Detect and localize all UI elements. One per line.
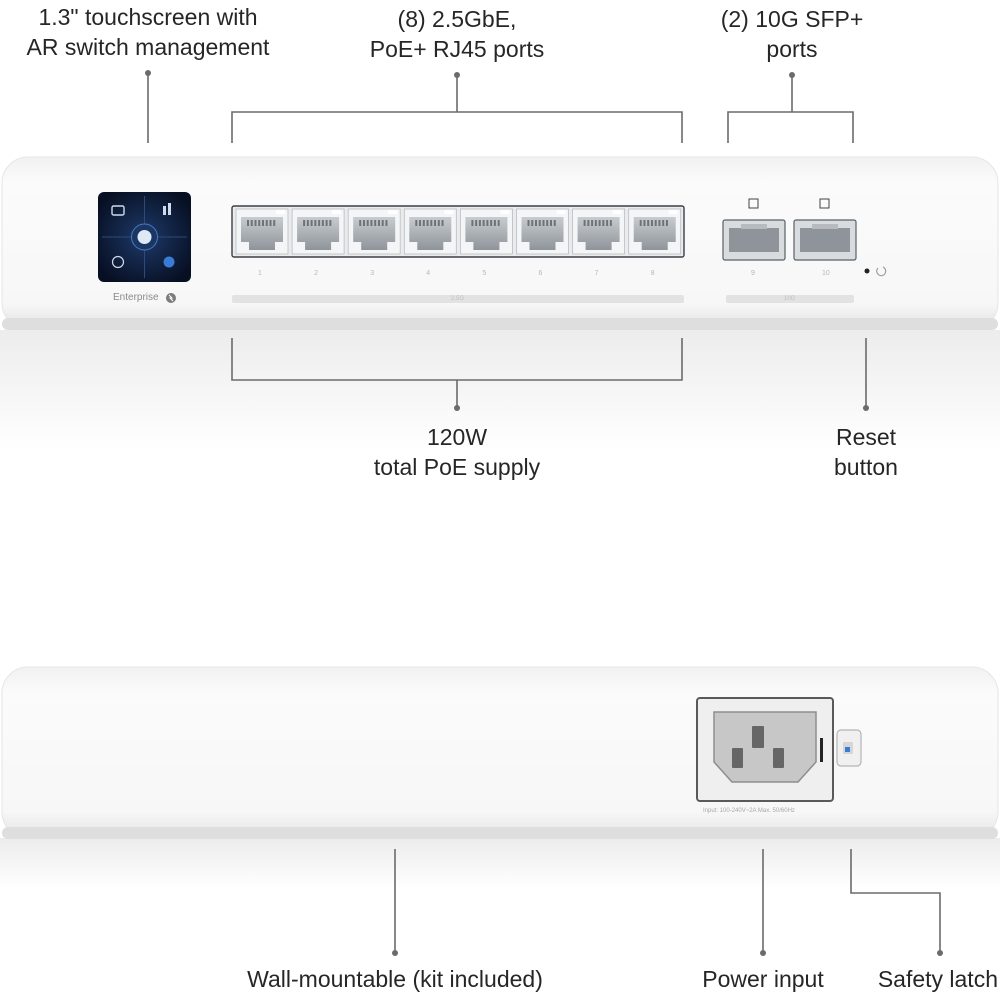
screen-network-icon	[111, 205, 125, 216]
rj45-port-label: 5	[482, 270, 487, 277]
callout-sfp: (2) 10G SFP+ ports	[700, 4, 884, 64]
callout-poe-line1: 120W	[426, 424, 488, 450]
sfp-port-9[interactable]	[722, 219, 786, 261]
touchscreen-display[interactable]	[98, 192, 191, 282]
sfp-port-label: 10	[822, 270, 830, 277]
rj45-port-label: 4	[426, 270, 431, 277]
rj45-port-block	[231, 205, 685, 258]
front-base-shadow	[2, 318, 998, 330]
rj45-port-7[interactable]	[572, 208, 625, 255]
rj45-port-label: 1	[258, 270, 262, 277]
sfp-ports	[722, 198, 857, 261]
rj45-speed-bar	[232, 295, 684, 303]
safety-latch[interactable]	[836, 729, 862, 767]
callout-rj45-line1: (8) 2.5GbE,	[397, 6, 517, 32]
rear-reflection	[0, 838, 1000, 888]
sfp-led-10	[819, 198, 830, 209]
callout-touchscreen-line1: 1.3" touchscreen with	[38, 4, 258, 30]
rj45-port-label: 6	[538, 270, 543, 277]
rear-base-shadow	[2, 827, 998, 839]
rj45-port-5[interactable]	[459, 208, 513, 255]
rj45-port-1[interactable]	[235, 208, 289, 255]
rj45-ports	[235, 208, 682, 255]
callout-rj45-line2: PoE+ RJ45 ports	[369, 36, 545, 62]
callout-sfp-line1: (2) 10G SFP+	[720, 6, 864, 32]
callout-touchscreen: 1.3" touchscreen with AR switch manageme…	[10, 2, 286, 62]
power-rating-label: Input: 100-240V~2A Max. 50/60Hz	[703, 808, 795, 814]
sfp-led-9	[748, 198, 759, 209]
rj45-port-4[interactable]	[403, 208, 457, 255]
callout-latch: Safety latch	[862, 964, 998, 994]
sfp-bar-label: 10G	[784, 296, 796, 302]
rj45-port-label: 8	[650, 270, 655, 277]
callout-latch-line1: Safety latch	[877, 966, 998, 992]
callout-wall: Wall-mountable (kit included)	[220, 964, 570, 994]
callout-wall-line1: Wall-mountable (kit included)	[247, 966, 543, 992]
power-pin-live	[732, 748, 743, 768]
rj45-port-2[interactable]	[291, 208, 345, 255]
power-pin-neutral	[773, 748, 784, 768]
callout-power-line1: Power input	[702, 966, 824, 992]
screen-info-icon	[111, 255, 125, 269]
screen-stats-icon	[163, 206, 166, 215]
latch-lock-icon	[845, 747, 850, 752]
reset-button[interactable]	[864, 268, 870, 274]
rj45-port-6[interactable]	[516, 208, 569, 255]
callout-reset: Reset button	[806, 422, 926, 482]
callout-rj45: (8) 2.5GbE, PoE+ RJ45 ports	[340, 4, 574, 64]
rj45-port-8[interactable]	[628, 208, 682, 255]
callout-reset-line2: button	[834, 454, 898, 480]
rj45-port-label: 2	[314, 270, 318, 277]
front-reflection	[0, 330, 1000, 450]
power-inlet[interactable]	[696, 697, 834, 802]
rj45-port-label: 7	[594, 270, 599, 277]
screen-status-icon	[163, 256, 175, 268]
callout-reset-line1: Reset	[835, 424, 897, 450]
sfp-port-10[interactable]	[793, 219, 857, 261]
power-pin-ground	[752, 726, 764, 748]
callout-sfp-line2: ports	[766, 36, 818, 62]
callout-dots	[145, 70, 943, 956]
callout-lines	[147, 73, 941, 953]
rj45-port-3[interactable]	[347, 208, 401, 255]
rj45-port-label: 3	[370, 270, 375, 277]
rj45-bar-label: 2.5G	[451, 296, 465, 302]
callout-poe-line2: total PoE supply	[373, 454, 541, 480]
callout-power: Power input	[686, 964, 840, 994]
callout-touchscreen-line2: AR switch management	[26, 34, 270, 60]
sfp-port-label: 9	[751, 270, 755, 277]
brand-label: Enterprise	[113, 292, 159, 303]
callout-poe: 120W total PoE supply	[340, 422, 574, 482]
reset-icon	[876, 266, 887, 277]
sfp-speed-bar	[726, 295, 854, 303]
